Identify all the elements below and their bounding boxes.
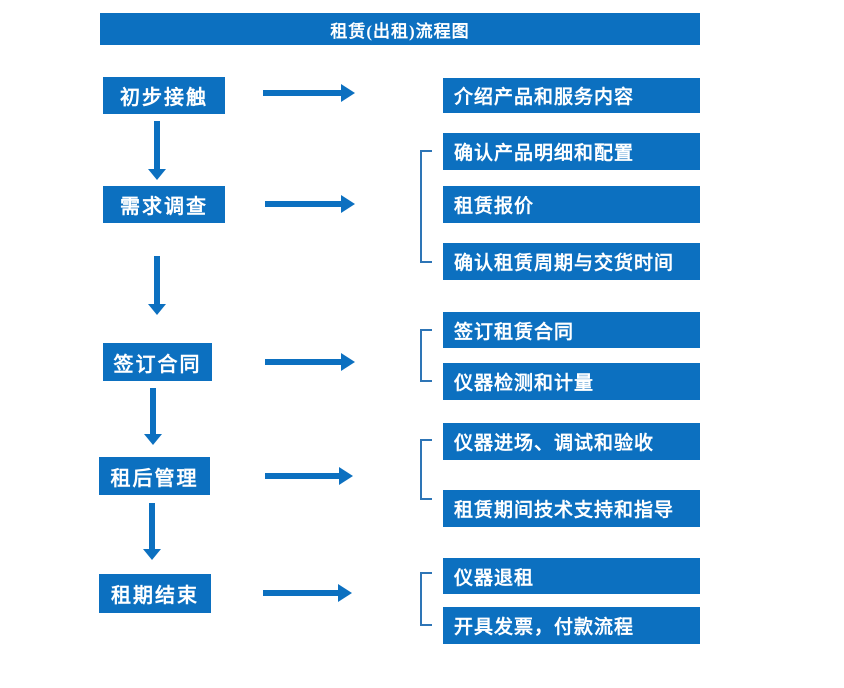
detail-box-instrument-return: 仪器退租 [443,558,700,594]
detail-box-confirm-product-config: 确认产品明细和配置 [443,133,700,170]
bracket-row4 [420,439,432,500]
stage-box-sign-contract: 签订合同 [103,343,212,381]
title-bar: 租赁(出租)流程图 [100,13,700,45]
detail-box-technical-support: 租赁期间技术支持和指导 [443,490,700,527]
detail-box-introduce-products: 介绍产品和服务内容 [443,78,700,113]
bracket-row2 [420,150,432,263]
stage-box-rental-end: 租期结束 [99,574,211,613]
stage-box-demand-survey: 需求调查 [103,186,225,223]
detail-box-rental-quote: 租赁报价 [443,186,700,223]
detail-box-sign-rental-contract: 签订租赁合同 [443,312,700,348]
detail-box-invoice-payment: 开具发票，付款流程 [443,607,700,644]
detail-box-instrument-testing: 仪器检测和计量 [443,363,700,400]
stage-box-initial-contact: 初步接触 [103,77,225,114]
detail-box-confirm-period-delivery: 确认租赁周期与交货时间 [443,243,700,280]
bracket-row3 [420,329,432,382]
stage-box-post-rental-management: 租后管理 [99,457,210,495]
bracket-row5 [420,572,432,626]
detail-box-instrument-setup-acceptance: 仪器进场、调试和验收 [443,423,700,460]
